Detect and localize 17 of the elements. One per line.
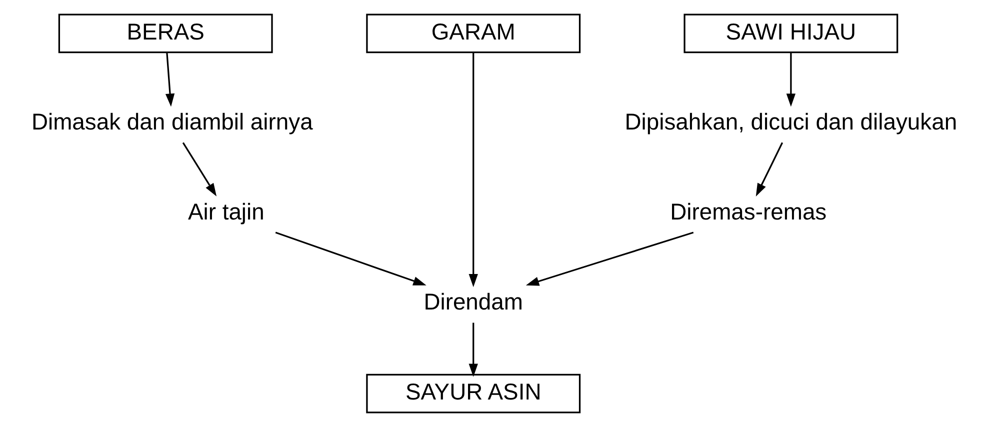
node-box: GARAM (366, 14, 581, 54)
node-box: SAYUR ASIN (366, 374, 581, 414)
arrow (526, 232, 694, 286)
arrow (275, 232, 426, 286)
node-text: Dimasak dan diambil airnya (31, 108, 313, 135)
node-text: Direndam (424, 288, 524, 315)
arrow (165, 52, 175, 107)
node-text: Air tajin (188, 198, 264, 225)
node-text: Diremas-remas (670, 198, 827, 225)
arrow (468, 322, 478, 377)
arrow (786, 52, 796, 107)
node-text: Dipisahkan, dicuci dan dilayukan (624, 108, 958, 135)
arrow (468, 52, 478, 288)
arrow (756, 142, 784, 197)
node-box: SAWI HIJAU (684, 14, 898, 54)
node-box: BERAS (58, 14, 273, 54)
arrow (182, 142, 217, 196)
